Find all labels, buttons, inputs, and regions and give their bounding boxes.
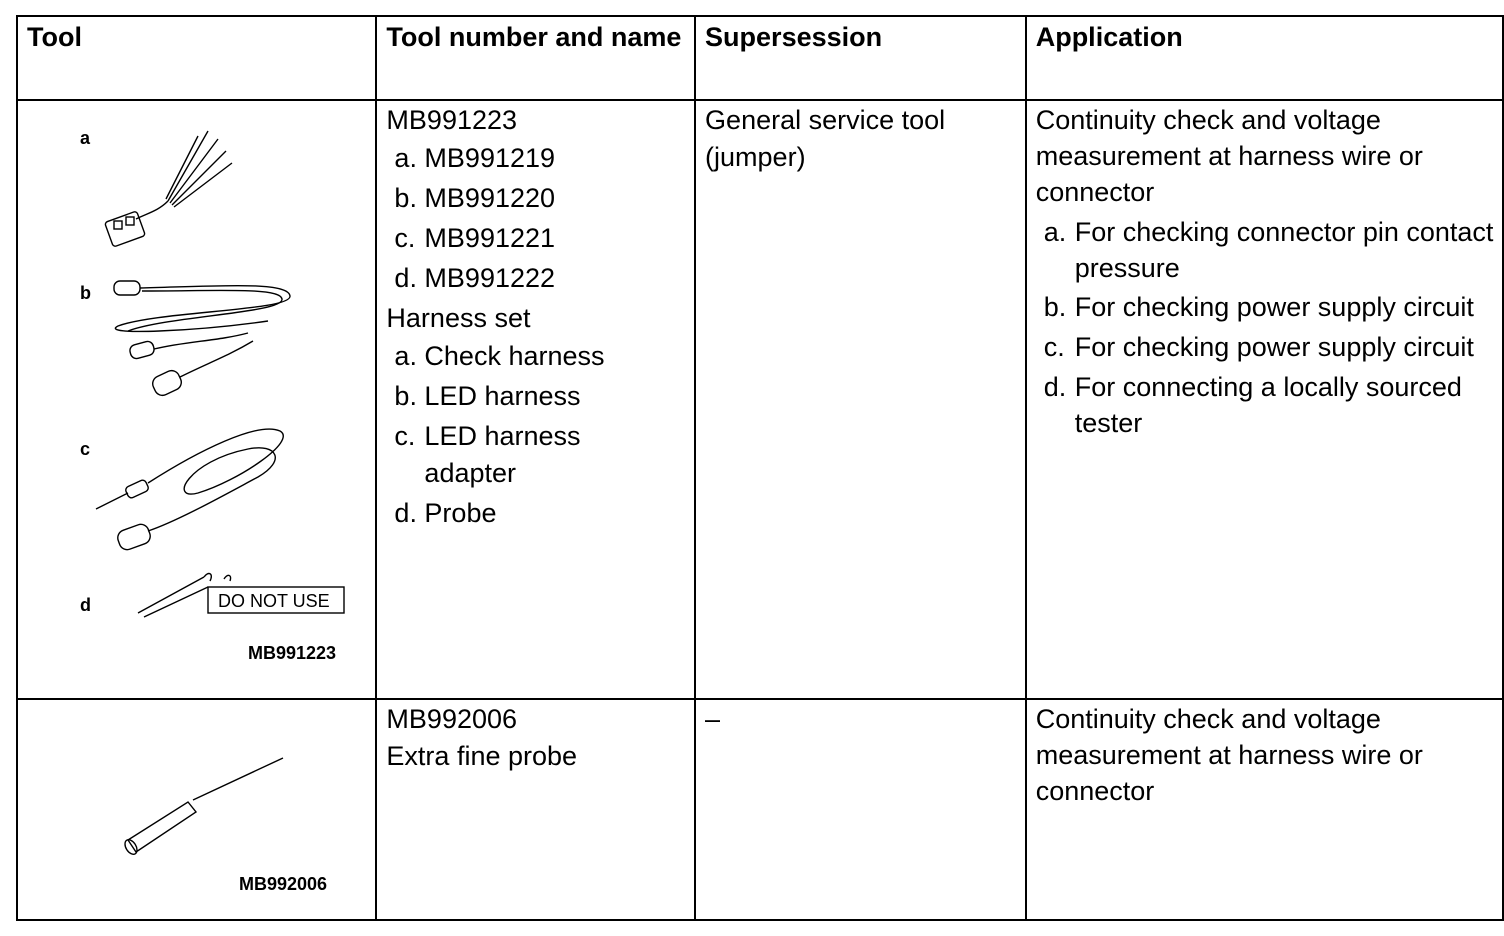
list-item: b.MB991220 <box>394 183 556 213</box>
harness-set-illustration: a b c d <box>80 128 345 663</box>
list-item: b.LED harness <box>394 381 581 411</box>
list-item: b.For checking power supply circuit <box>1043 292 1474 322</box>
list-item: d.Probe <box>394 498 497 528</box>
list-item: d.For connecting a locally sourced teste… <box>1043 372 1462 438</box>
list-item: a.MB991219 <box>394 143 556 173</box>
figure-label-a: a <box>80 128 91 148</box>
list-item: d.MB991222 <box>394 263 556 293</box>
list-item: c.For checking power supply circuit <box>1043 332 1474 362</box>
list-item: c.MB991221 <box>394 223 556 253</box>
supersession-cell: – <box>694 698 1027 921</box>
tool-number: MB991223 <box>386 105 518 135</box>
tool-number: MB992006 <box>386 704 518 734</box>
tool-name: Extra fine probe <box>386 741 578 771</box>
supersession-cell: General service tool (jumper) <box>694 99 1027 700</box>
do-not-use-stamp-text: DO NOT USE <box>218 591 330 611</box>
list-item: a.Check harness <box>394 341 605 371</box>
figure-label-b: b <box>80 283 91 303</box>
do-not-use-stamp <box>207 586 345 614</box>
application-list: a.For checking connector pin contact pre… <box>1036 214 1494 441</box>
supersession-text: General service tool (jumper) <box>705 105 946 172</box>
tool-illustration-cell: a b c d <box>15 99 378 700</box>
table-row: MB992006 MB992006 Extra fine probe – Con… <box>15 698 1504 921</box>
special-tools-table: Tool Tool number and name Supersession A… <box>15 15 1504 921</box>
tool-number-and-name-cell: MB992006 Extra fine probe <box>375 698 697 921</box>
application-text: Continuity check and voltage measurement… <box>1035 105 1423 207</box>
figure-caption: MB992006 <box>239 874 327 894</box>
list-item: c.LED harness adapter <box>394 421 581 488</box>
header-tool: Tool <box>15 15 378 101</box>
sub-number-list: a.MB991219 b.MB991220 c.MB991221 d.MB991… <box>386 140 686 297</box>
tool-illustration-cell: MB992006 <box>15 698 378 921</box>
figure-caption: MB991223 <box>248 643 336 663</box>
header-tool-number-and-name: Tool number and name <box>375 15 697 101</box>
tool-number-and-name-cell: MB991223 a.MB991219 b.MB991220 c.MB99122… <box>375 99 697 700</box>
header-row: Tool Tool number and name Supersession A… <box>15 15 1504 101</box>
probe-icon <box>137 572 232 618</box>
extra-fine-probe-icon <box>124 757 284 855</box>
led-harness-adapter-icon <box>95 428 284 551</box>
application-text: Continuity check and voltage measurement… <box>1035 704 1423 806</box>
header-application: Application <box>1024 15 1504 101</box>
extra-fine-probe-illustration: MB992006 <box>124 757 327 894</box>
list-item: a.For checking connector pin contact pre… <box>1043 217 1494 283</box>
table-row: a b c d <box>15 99 1504 700</box>
header-supersession: Supersession <box>694 15 1027 101</box>
figure-label-c: c <box>80 439 90 459</box>
application-cell: Continuity check and voltage measurement… <box>1024 698 1504 921</box>
led-harness-icon <box>113 280 291 397</box>
tool-name: Harness set <box>386 303 531 333</box>
supersession-text: – <box>705 704 721 734</box>
figure-label-d: d <box>80 595 91 615</box>
sub-name-list: a.Check harness b.LED harness c.LED harn… <box>386 338 686 532</box>
application-cell: Continuity check and voltage measurement… <box>1024 99 1504 700</box>
check-harness-icon <box>104 130 233 247</box>
